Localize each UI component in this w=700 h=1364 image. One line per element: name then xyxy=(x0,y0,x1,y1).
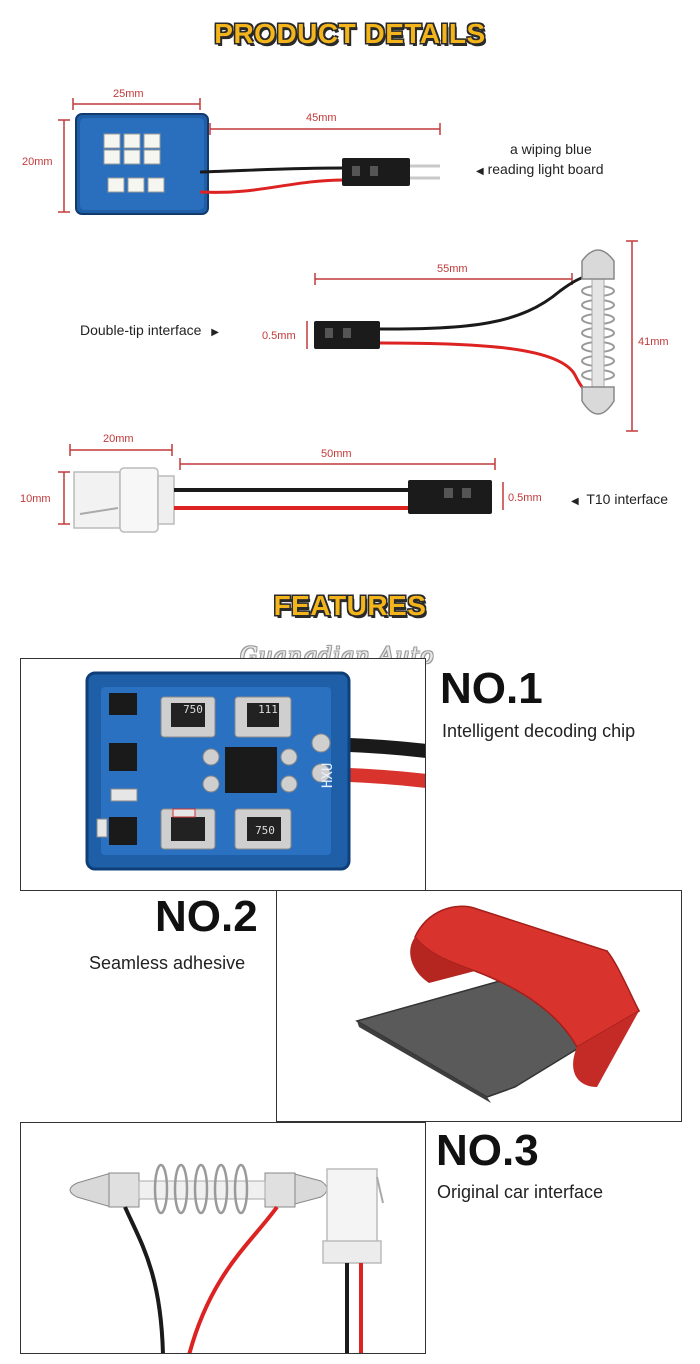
feature-2-number: NO.2 xyxy=(155,892,258,941)
t10-cable-illustration xyxy=(58,444,504,533)
feature-2-image-frame xyxy=(276,890,682,1122)
feature-2-label: Seamless adhesive xyxy=(89,953,246,973)
feature-3-label: Original car interface xyxy=(437,1182,604,1202)
right-arrow-icon: ▶ xyxy=(211,327,219,338)
festoon-cable-dim: 55mm xyxy=(437,263,468,275)
board-height-dim: 20mm xyxy=(22,156,53,168)
product-details-title: PRODUCT DETAILS xyxy=(214,18,486,49)
car-interface-connectors-image xyxy=(69,1163,384,1353)
chip-marking-2: 111 xyxy=(258,703,278,716)
features-title: FEATURES xyxy=(273,590,427,621)
t10-connector-dim: 0.5mm xyxy=(508,492,542,504)
reading-light-board-illustration xyxy=(58,98,441,215)
chip-marking-3: 750 xyxy=(255,824,275,837)
feature-1-number: NO.1 xyxy=(440,664,543,713)
feature-3-number: NO.3 xyxy=(436,1126,539,1175)
festoon-cable-illustration xyxy=(306,240,638,432)
adhesive-pad-image xyxy=(355,905,640,1103)
board-callout-line1: a wiping blue xyxy=(510,141,592,157)
left-arrow-icon: ◀ xyxy=(571,496,579,507)
festoon-connector-dim: 0.5mm xyxy=(262,330,296,342)
chip-marking-4: HXU xyxy=(320,762,336,788)
festoon-callout: Double-tip interface ▶ xyxy=(80,322,219,338)
left-arrow-icon: ◀ xyxy=(476,166,484,177)
board-width-dim: 25mm xyxy=(113,88,144,100)
t10-cable-dim: 50mm xyxy=(321,448,352,460)
festoon-length-dim: 41mm xyxy=(638,336,669,348)
feature-3-image-frame xyxy=(20,1122,426,1354)
t10-socket-dim: 20mm xyxy=(103,433,134,445)
t10-height-dim: 10mm xyxy=(20,493,51,505)
feature-1-image-frame xyxy=(20,658,426,891)
feature-1-label: Intelligent decoding chip xyxy=(442,721,636,741)
board-cable-dim: 45mm xyxy=(306,112,337,124)
t10-callout-text: T10 interface xyxy=(586,491,669,507)
t10-callout: ◀ T10 interface xyxy=(571,491,668,507)
board-callout-text: reading light board xyxy=(487,161,604,177)
festoon-callout-text: Double-tip interface xyxy=(80,322,202,338)
board-callout-line2: ◀ reading light board xyxy=(476,161,604,177)
chip-marking-1: 750 xyxy=(183,703,203,716)
decoding-chip-pcb-image xyxy=(85,671,425,871)
